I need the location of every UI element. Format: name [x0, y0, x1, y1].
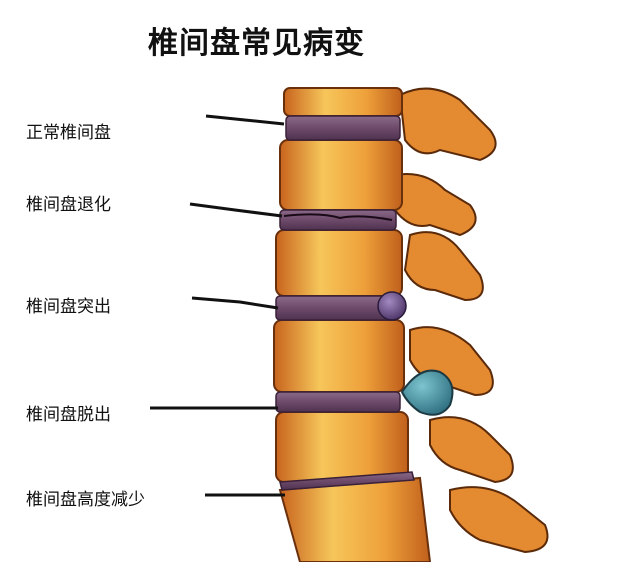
protrusion-bulge	[377, 291, 407, 321]
label-disc-degeneration: 椎间盘退化	[26, 195, 111, 215]
label-disc-height-loss: 椎间盘高度减少	[26, 490, 145, 510]
leader-lines	[150, 114, 285, 497]
label-disc-protrusion: 椎间盘突出	[26, 297, 111, 317]
disc-reduced-height	[279, 471, 415, 491]
diagram-title: 椎间盘常见病变	[148, 26, 365, 61]
posterior-processes	[394, 87, 549, 554]
label-disc-extrusion: 椎间盘脱出	[26, 405, 111, 425]
extrusion-bulge	[400, 369, 454, 416]
disc-degenerated	[279, 209, 397, 231]
disc-extruded	[275, 391, 401, 413]
label-normal-disc: 正常椎间盘	[26, 123, 111, 143]
intervertebral-discs	[275, 115, 415, 491]
disc-normal	[285, 115, 401, 141]
vertebral-bodies	[273, 87, 432, 562]
